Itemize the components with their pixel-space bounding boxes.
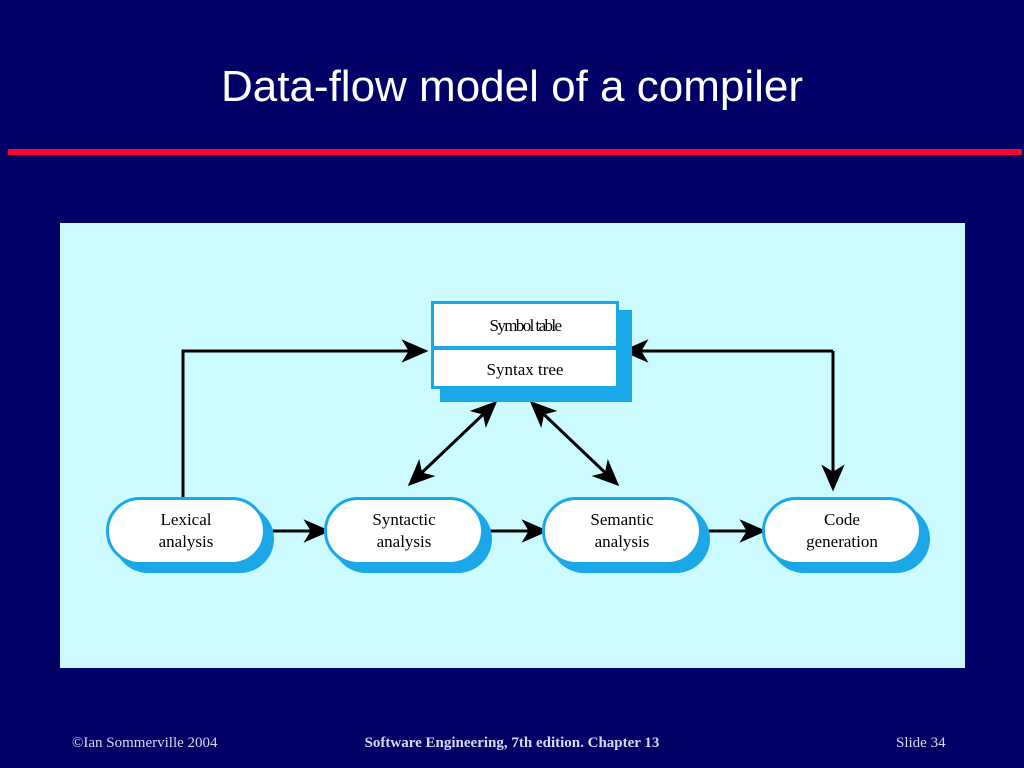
stage-label-line1: Semantic	[590, 509, 654, 529]
store-symbol-table-label: Symbol table	[489, 316, 563, 335]
stage-lexical-analysis[interactable]: Lexical analysis	[106, 497, 274, 573]
footer-book-reference: Software Engineering, 7th edition. Chapt…	[364, 735, 660, 751]
stage-code-generation[interactable]: Code generation	[762, 497, 930, 573]
stage-semantic-analysis[interactable]: Semantic analysis	[542, 497, 710, 573]
store-divider	[434, 346, 616, 350]
stage-label-line2: generation	[806, 532, 878, 551]
stage-label-line1: Lexical	[160, 509, 212, 529]
stage-label-line1: Code	[824, 509, 860, 529]
footer-copyright: ©Ian Sommerville 2004	[72, 735, 218, 751]
store-syntax-tree-label: Syntax tree	[486, 360, 564, 379]
store-box[interactable]: Symbol table Syntax tree	[431, 301, 619, 389]
stage-label-line2: analysis	[376, 532, 432, 551]
page-title: Data-flow model of a compiler	[220, 62, 803, 111]
pill-body[interactable]: Lexical analysis	[106, 497, 266, 565]
stage-label-line2: analysis	[158, 532, 214, 551]
stage-label-line1: Syntactic	[372, 509, 436, 529]
footer-slide-number: Slide 34	[896, 735, 946, 751]
stage-syntactic-analysis[interactable]: Syntactic analysis	[324, 497, 492, 573]
title-divider-rule	[8, 149, 1022, 155]
stage-label-line2: analysis	[594, 532, 650, 551]
slide-footer: ©Ian Sommerville 2004 Software Engineeri…	[0, 735, 1024, 761]
store-symbol-table-row: Symbol table	[434, 304, 616, 348]
diagram-panel	[60, 223, 965, 668]
pill-body[interactable]: Syntactic analysis	[324, 497, 484, 565]
pill-body[interactable]: Code generation	[762, 497, 922, 565]
store-syntax-tree-row: Syntax tree	[434, 348, 616, 392]
pill-body[interactable]: Semantic analysis	[542, 497, 702, 565]
